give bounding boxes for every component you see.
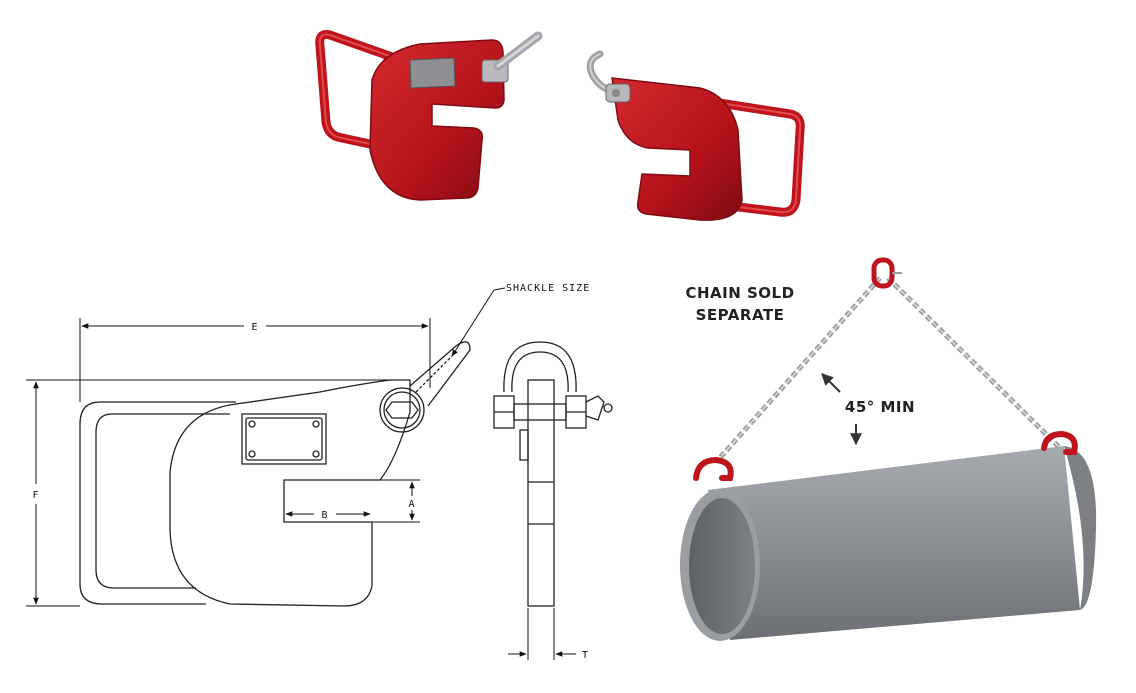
dimension-a: [372, 479, 420, 523]
clamp-front-view-drawing: [493, 341, 613, 607]
clamp-side-view-drawing: [79, 341, 471, 607]
clamp-3d-left: [315, 30, 543, 201]
clamp-3d-right: [586, 50, 805, 221]
dimension-f: [26, 379, 392, 607]
dimension-e-label: E: [251, 322, 258, 333]
dimension-e: [79, 318, 431, 402]
chain-note-line2: SEPARATE: [696, 306, 785, 324]
shackle-size-label: SHACKLE SIZE: [506, 283, 590, 294]
dimension-a-label: A: [408, 499, 415, 510]
angle-note: 45° MIN: [845, 398, 915, 416]
dimension-f-label: F: [32, 490, 39, 501]
dimension-t-label: T: [582, 650, 589, 661]
dimension-b-label: B: [321, 510, 328, 521]
pipe-lift-illustration: [680, 257, 1097, 641]
chain-note-line1: CHAIN SOLD: [685, 284, 794, 302]
dimension-t: [508, 608, 576, 660]
shackle-size-leader: [451, 287, 506, 357]
